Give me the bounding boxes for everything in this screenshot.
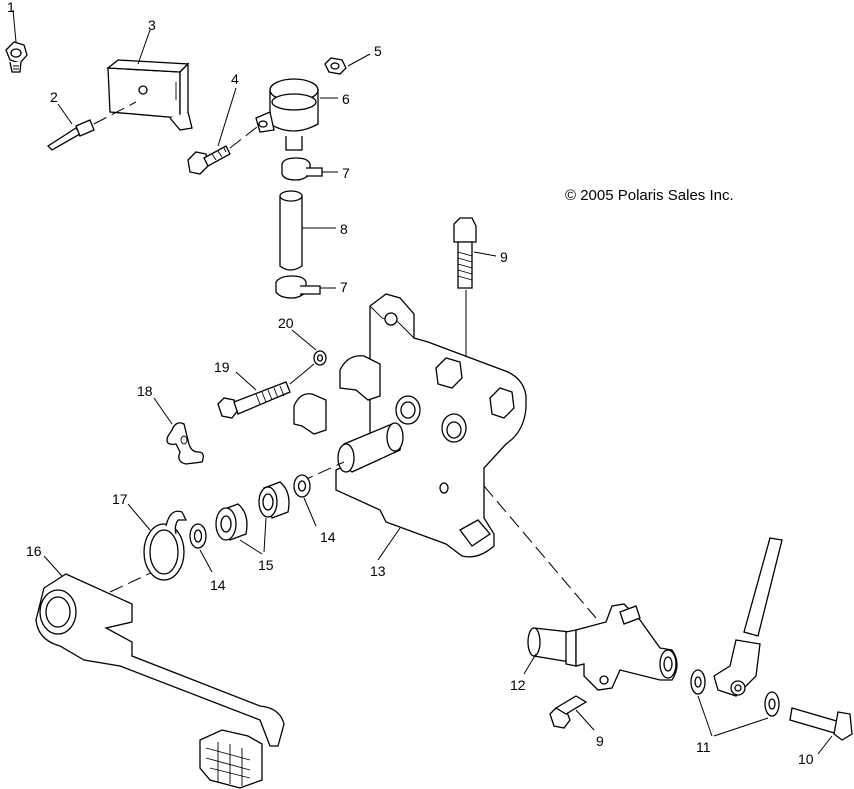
part-15-bushing-right xyxy=(258,481,290,519)
part-5-nut xyxy=(324,57,347,75)
part-16-brake-pedal xyxy=(35,573,285,789)
callout-17: 17 xyxy=(112,491,128,507)
spring-clip-lower xyxy=(293,393,327,435)
part-1-cap xyxy=(5,41,28,73)
callout-11: 11 xyxy=(696,739,711,755)
part-4-bolt xyxy=(187,145,231,175)
callout-13: 13 xyxy=(370,563,386,579)
callout-9-lower: 9 xyxy=(596,733,604,749)
part-8-hose xyxy=(279,190,303,271)
callout-14-left: 14 xyxy=(210,577,226,593)
part-3-bracket xyxy=(106,59,193,131)
part-11-washer-right xyxy=(764,691,780,717)
part-14-washer-right xyxy=(293,474,311,498)
callout-3: 3 xyxy=(148,17,156,33)
part-6-reservoir xyxy=(255,78,319,151)
part-9-bolt-upper xyxy=(453,217,477,289)
callout-6: 6 xyxy=(342,91,350,107)
part-17-spring xyxy=(143,510,188,581)
callout-16: 16 xyxy=(26,543,42,559)
part-10-clevis-pin xyxy=(789,707,853,741)
callout-12: 12 xyxy=(510,677,526,693)
pivot-shaft xyxy=(337,422,404,473)
callout-18: 18 xyxy=(137,383,153,399)
callout-10: 10 xyxy=(798,751,814,767)
callout-19: 19 xyxy=(214,359,230,375)
callout-14-right: 14 xyxy=(320,529,336,545)
part-9-bolt-lower xyxy=(549,695,588,729)
part-19-bolt xyxy=(217,381,291,419)
part-15-bushing-left xyxy=(215,503,248,541)
callout-1: 1 xyxy=(7,0,15,15)
callout-4: 4 xyxy=(231,71,239,87)
spring-clip-upper xyxy=(339,355,381,401)
part-14-washer-left xyxy=(189,523,207,549)
part-18-hairpin-clip xyxy=(166,422,204,465)
part-2-pin xyxy=(46,119,95,151)
callout-15: 15 xyxy=(258,557,274,573)
part-13-bracket-plate xyxy=(335,293,527,558)
part-12-master-cylinder xyxy=(527,603,678,691)
callout-7-upper: 7 xyxy=(342,165,350,181)
copyright-text: © 2005 Polaris Sales Inc. xyxy=(565,187,734,204)
callout-20: 20 xyxy=(278,315,294,331)
part-11-washer-left xyxy=(690,669,706,695)
brake-rod-clevis xyxy=(713,537,783,697)
callout-8: 8 xyxy=(340,221,348,237)
callout-7-lower: 7 xyxy=(340,279,348,295)
part-20-washer xyxy=(313,350,327,366)
callout-5: 5 xyxy=(374,43,382,59)
part-7-clamp-lower xyxy=(275,275,321,299)
callout-9-upper: 9 xyxy=(500,249,508,265)
part-7-clamp-upper xyxy=(281,157,323,181)
callout-2: 2 xyxy=(50,89,58,105)
